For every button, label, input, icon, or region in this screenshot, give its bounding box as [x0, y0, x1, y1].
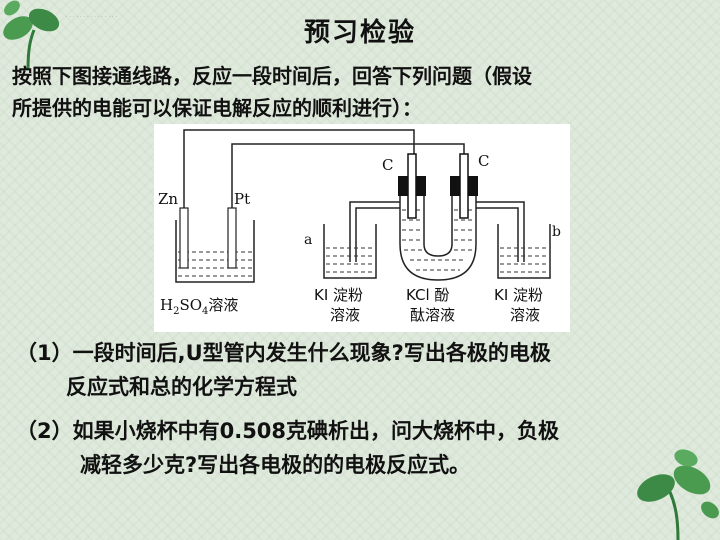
sprout-decoration-bottom-right — [637, 449, 719, 540]
question-1-line-1: （1）一段时间后,U型管内发生什么现象?写出各极的电极 — [16, 341, 551, 365]
question-2-line-2: 减轻多少克?写出各电极的的电极反应式。 — [80, 453, 471, 477]
label-b: b — [552, 224, 561, 240]
question-1: （1）一段时间后,U型管内发生什么现象?写出各极的电极 反应式和总的化学方程式 — [16, 336, 551, 404]
label-ki-right-1: KI 淀粉 — [494, 286, 543, 304]
intro-line-2: 所提供的电能可以保证电解反应的顺利进行）： — [12, 96, 422, 120]
question-1-line-2: 反应式和总的化学方程式 — [66, 375, 297, 399]
question-2-line-1: （2）如果小烧杯中有0.508克碘析出，问大烧杯中，负极 — [16, 419, 560, 443]
label-zn: Zn — [158, 190, 178, 208]
slide-title: 预习检验 — [303, 18, 416, 48]
label-pt: Pt — [234, 190, 250, 208]
label-kcl-1: KCl 酚 — [406, 286, 449, 304]
label-ki-left-1: KI 淀粉 — [314, 286, 363, 304]
intro-text: 按照下图接通线路，反应一段时间后，回答下列问题（假设 所提供的电能可以保证电解反… — [12, 60, 720, 124]
label-a: a — [304, 232, 312, 248]
intro-line-1: 按照下图接通线路，反应一段时间后，回答下列问题（假设 — [12, 64, 532, 88]
electrolysis-figure: Zn Pt H2SO4溶液 C C — [154, 124, 570, 332]
label-c-left: C — [382, 156, 393, 174]
sprout-decoration-top-left — [3, 0, 60, 70]
label-ki-left-2: 溶液 — [330, 306, 360, 324]
label-kcl-2: 酞溶液 — [410, 306, 455, 324]
electrolysis-diagram: Zn Pt H2SO4溶液 C C — [158, 129, 561, 324]
label-c-right: C — [478, 152, 489, 170]
label-h2so4: H2SO4溶液 — [160, 296, 238, 317]
tiny-header-text: · · · · · · · · · · · · · · · — [66, 14, 118, 19]
question-2: （2）如果小烧杯中有0.508克碘析出，问大烧杯中，负极 减轻多少克?写出各电极… — [16, 414, 559, 482]
label-ki-right-2: 溶液 — [510, 306, 540, 324]
